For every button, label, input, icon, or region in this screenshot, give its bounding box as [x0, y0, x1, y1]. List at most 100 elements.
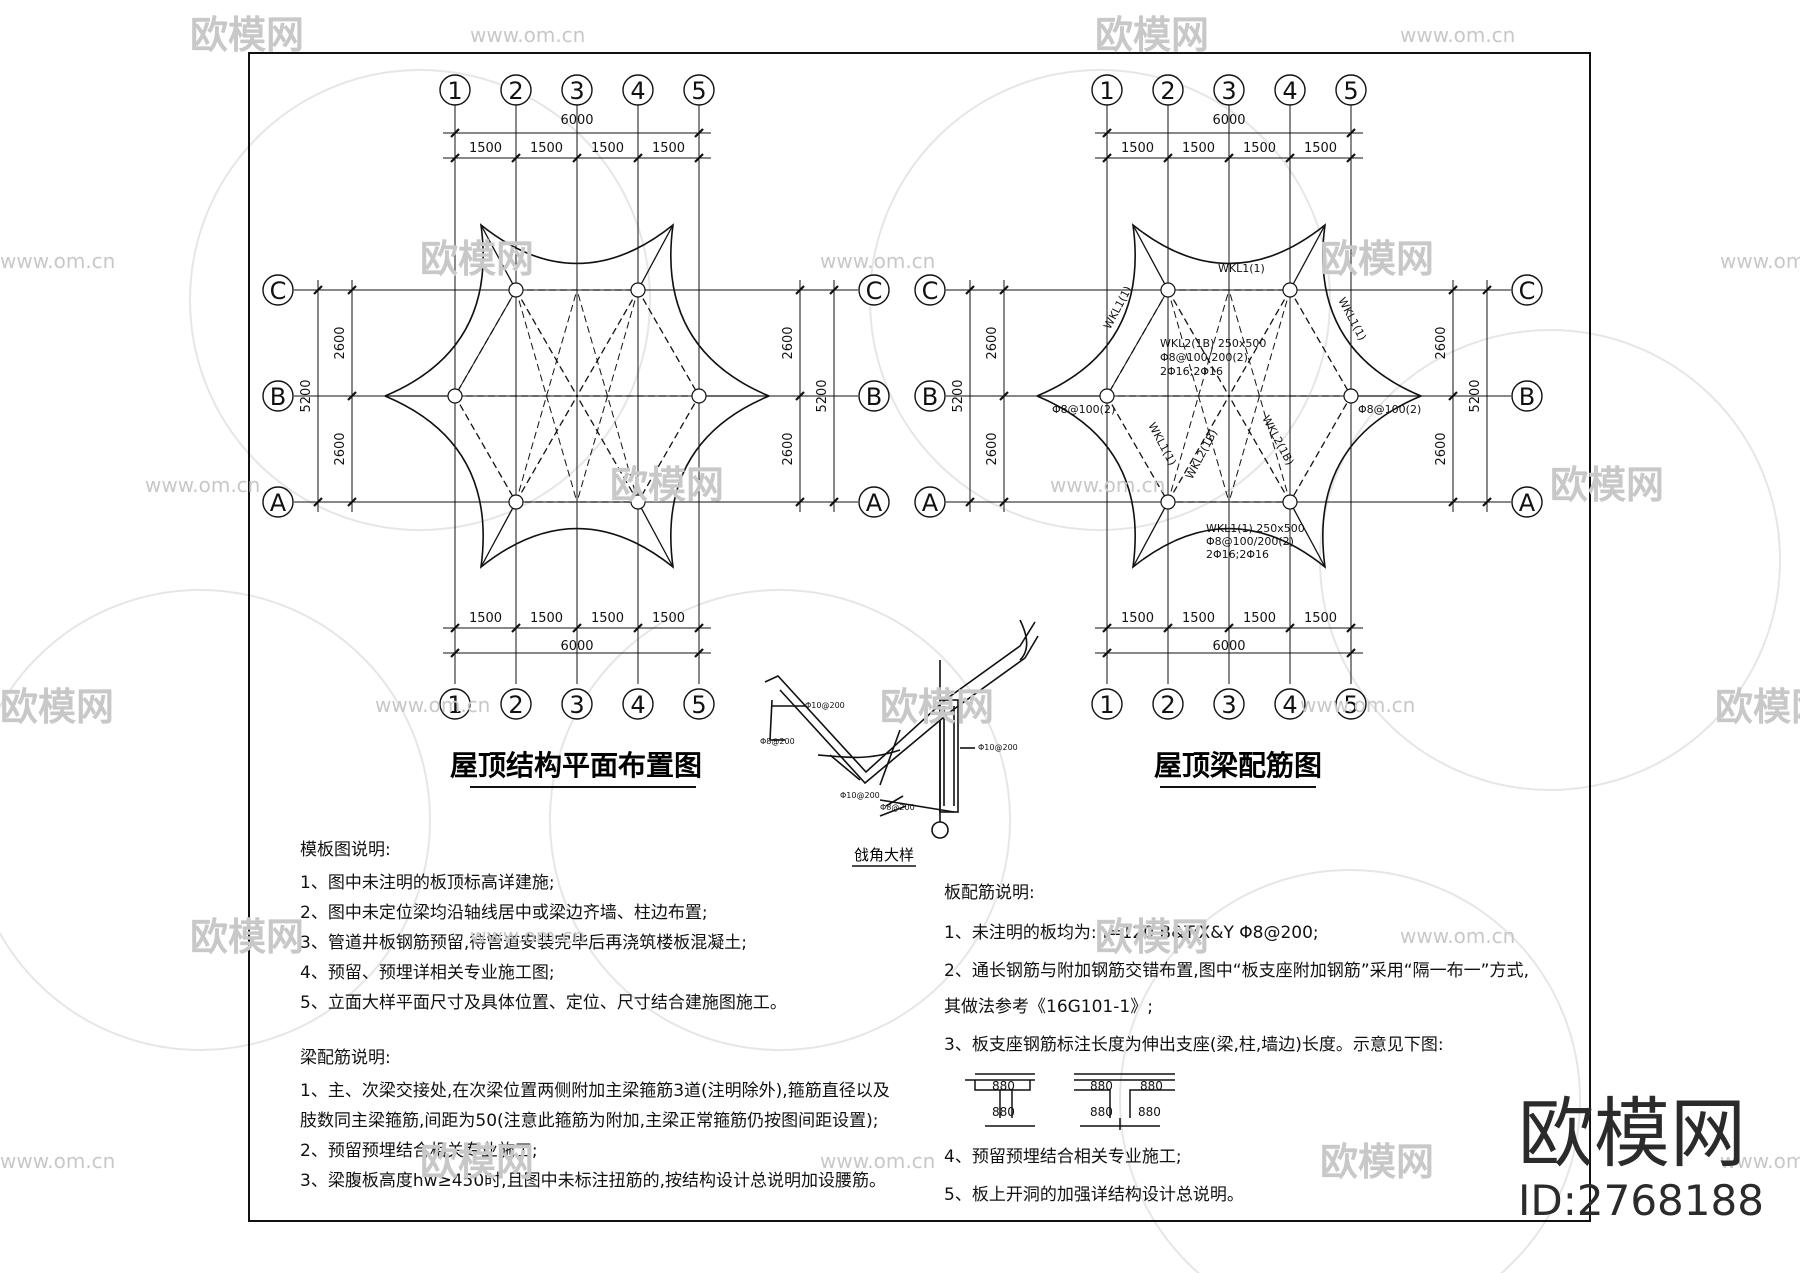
dimension-tick	[1163, 153, 1173, 163]
note-line: 3、管道井板钢筋预留,待管道安装完毕后再浇筑楼板混凝土;	[300, 933, 747, 953]
note-line: 3、梁腹板高度hw≥450时,且图中未标注扭筋的,按结构设计总说明加设腰筋。	[300, 1171, 886, 1191]
diagonal-beam	[1167, 289, 1230, 397]
dimension-tick	[795, 497, 805, 507]
axis-label: 1	[1099, 691, 1114, 719]
axis-bubble	[500, 688, 532, 720]
drawing-frame	[248, 52, 1591, 1222]
dimension-tick	[965, 285, 975, 295]
dim-label: 880	[1140, 1079, 1163, 1093]
ridge-line	[1289, 224, 1326, 291]
axis-label: 2	[508, 691, 523, 719]
watermark-site: www.om.cn	[145, 473, 260, 497]
note-line: 2、预留预埋结合相关专业施工;	[300, 1141, 538, 1161]
dimension-label: 1500	[1121, 141, 1154, 156]
axis-label: 4	[630, 691, 645, 719]
beam-label: 2Φ16;2Φ16	[1206, 548, 1269, 561]
axis-bubble	[1152, 74, 1184, 106]
axis-label: 5	[691, 691, 706, 719]
dimension-label: 1500	[1182, 141, 1215, 156]
ridge-line	[637, 501, 674, 568]
axis-label: 5	[1343, 77, 1358, 105]
plan-title-left: 屋顶结构平面布置图	[450, 749, 702, 782]
axis-label: 4	[1282, 691, 1297, 719]
axis-label: 1	[1099, 77, 1114, 105]
dimension-tick	[999, 497, 1009, 507]
dimension-label: 2600	[333, 326, 348, 359]
axis-label: 5	[1343, 691, 1358, 719]
axis-label: 2	[1160, 77, 1175, 105]
dimension-tick	[1102, 623, 1112, 633]
axis-label: 3	[1221, 77, 1236, 105]
axis-label: B	[922, 383, 938, 411]
beam-label: Φ8@100(2)	[1358, 403, 1421, 416]
detail-labels: Φ10@200 Φ8@200 Φ10@200 Φ10@200 Φ8@200	[760, 701, 1018, 812]
notes-heading: 板配筋说明:	[944, 883, 1035, 903]
watermark-brand: 欧模网	[420, 237, 534, 281]
axis-bubble	[622, 688, 654, 720]
axis-label: B	[270, 383, 286, 411]
column	[1343, 388, 1359, 404]
beam-label: WKL1(1)	[1145, 420, 1178, 467]
beam	[1167, 289, 1230, 503]
axis-bubble	[1511, 486, 1543, 518]
axis-bubble	[561, 688, 593, 720]
dimension-tick	[511, 153, 521, 163]
watermark-brand: 欧模网	[880, 685, 994, 729]
detail-label: Φ10@200	[978, 743, 1018, 752]
dimension-label: 1500	[1304, 141, 1337, 156]
diagonal-beam	[515, 289, 578, 397]
axis-bubble	[561, 74, 593, 106]
axis-label: 2	[508, 77, 523, 105]
diagonal-beam	[515, 395, 578, 503]
beam-label: Φ8@100/200(2)	[1160, 351, 1248, 364]
note-line: 其做法参考《16G101-1》;	[944, 997, 1153, 1017]
note-line: 肢数同主梁箍筋,间距为50(注意此箍筋为附加,主梁正常箍筋仍按图间距设置);	[300, 1111, 878, 1131]
ridge-line	[480, 224, 517, 291]
axis-bubble	[1213, 688, 1245, 720]
dimension-label: 1500	[530, 611, 563, 626]
dimension-tick	[1346, 128, 1356, 138]
dimension-label: 1500	[591, 611, 624, 626]
watermark-site: www.om.cn	[1720, 1149, 1800, 1173]
watermark-site: www.om.cn	[375, 693, 490, 717]
axis-label: 4	[1282, 77, 1297, 105]
axis-label: 2	[1160, 691, 1175, 719]
dimension-tick	[347, 497, 357, 507]
slab-support-sketch	[965, 1073, 1175, 1130]
axis-label: C	[866, 277, 883, 305]
ridge-line	[480, 501, 517, 568]
dimension-tick	[450, 128, 460, 138]
dimension-label: 2600	[985, 432, 1000, 465]
note-line: 1、主、次梁交接处,在次梁位置两侧附加主梁箍筋3道(注明除外),箍筋直径以及	[300, 1081, 890, 1101]
axis-label: A	[866, 489, 883, 517]
dimension-tick	[572, 153, 582, 163]
axis-bubble	[914, 486, 946, 518]
watermark-brand: 欧模网	[1550, 463, 1664, 507]
beam-label: WKL1(1)	[1101, 284, 1134, 331]
dimension-tick	[1346, 153, 1356, 163]
diagonal-beam	[1228, 289, 1291, 397]
plan-title-right: 屋顶梁配筋图	[1154, 749, 1322, 782]
axis-label: B	[1519, 383, 1535, 411]
dimension-tick	[1224, 153, 1234, 163]
dimension-tick	[1448, 391, 1458, 401]
dimension-tick	[1102, 128, 1112, 138]
note-line: 4、预留、预埋详相关专业施工图;	[300, 963, 555, 983]
dimension-tick	[1285, 623, 1295, 633]
watermark-site: www.om.cn	[0, 249, 115, 273]
column	[1099, 388, 1115, 404]
axis-bubble	[858, 380, 890, 412]
dimension-tick	[795, 391, 805, 401]
watermark-brand: 欧模网	[1320, 1140, 1434, 1184]
dimension-label: 2600	[333, 432, 348, 465]
axis-bubble	[858, 486, 890, 518]
dimension-label: 1500	[652, 611, 685, 626]
note-line: 2、通长钢筋与附加钢筋交错布置,图中“板支座附加钢筋”采用“隔一布一”方式,	[944, 961, 1529, 981]
dimension-label: 1500	[591, 141, 624, 156]
dimension-tick	[1163, 623, 1173, 633]
dim-label: 880	[992, 1079, 1015, 1093]
dimension-label: 1500	[469, 611, 502, 626]
dimension-tick	[511, 623, 521, 633]
dimension-tick	[347, 285, 357, 295]
